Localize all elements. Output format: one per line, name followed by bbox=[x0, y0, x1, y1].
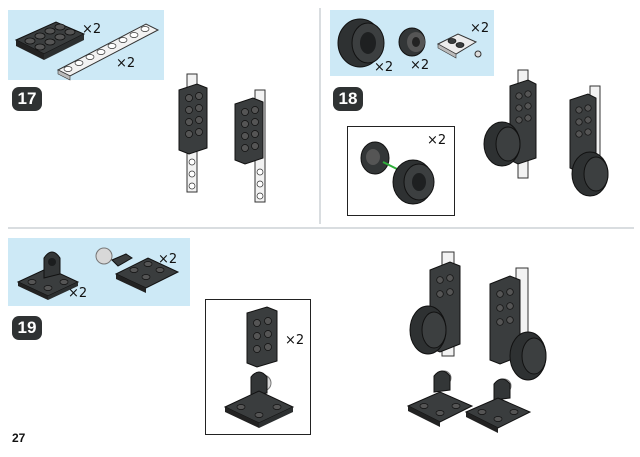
tire-icon bbox=[392, 159, 435, 205]
horizontal-divider bbox=[8, 227, 634, 229]
step-18-qty-wheel-hub: ×2 bbox=[410, 58, 430, 73]
step-19-qty-hinge-plate: ×2 bbox=[158, 252, 178, 267]
leg-on-hinge-right-icon bbox=[464, 267, 547, 433]
step-19-parts-illustration bbox=[16, 247, 180, 300]
step-18-assembly-illustration bbox=[483, 69, 609, 197]
wheel-hub-icon bbox=[398, 27, 426, 57]
step-19-assembly-illustration bbox=[406, 251, 547, 433]
tire-icon bbox=[337, 18, 385, 68]
leg-with-wheel-right-icon bbox=[569, 85, 609, 197]
leg-on-hinge-left-icon bbox=[406, 251, 474, 427]
step-19-callout-illustration bbox=[223, 306, 295, 428]
step-17-qty-plate-1x8: ×2 bbox=[116, 56, 136, 71]
step-18-qty-plate-with-pin: ×2 bbox=[470, 21, 490, 36]
plate-1x8-white-icon bbox=[56, 23, 160, 81]
step-18-parts-illustration bbox=[337, 18, 482, 68]
hinge-assembly-icon bbox=[223, 306, 295, 428]
plate-with-pin-white-icon bbox=[436, 33, 482, 59]
leg-assembly-right-icon bbox=[234, 89, 266, 203]
leg-assembly-left-icon bbox=[178, 73, 208, 193]
step-18-number-badge: 18 bbox=[333, 87, 363, 111]
step-17-qty-plate-2x4: ×2 bbox=[82, 22, 102, 37]
step-17-number-badge: 17 bbox=[12, 87, 42, 111]
hinge-plate-with-ball-icon bbox=[95, 247, 180, 293]
page-number: 27 bbox=[12, 431, 26, 445]
step-18-callout-illustration bbox=[360, 141, 435, 205]
step-17-assembly-illustration bbox=[178, 73, 266, 203]
hub-icon bbox=[360, 141, 390, 175]
plate-2x4-dark-icon bbox=[14, 21, 86, 60]
step-18-callout-qty: ×2 bbox=[427, 133, 447, 148]
hinge-base-dark-icon bbox=[16, 251, 80, 300]
step-17-parts-illustration bbox=[14, 21, 160, 81]
step-18-qty-tire: ×2 bbox=[374, 60, 394, 75]
vertical-divider bbox=[319, 8, 321, 224]
step-19-callout-qty: ×2 bbox=[285, 333, 305, 348]
step-19-number-badge: 19 bbox=[12, 316, 42, 340]
leg-with-wheel-left-icon bbox=[483, 69, 537, 179]
step-19-qty-hinge-base: ×2 bbox=[68, 286, 88, 301]
